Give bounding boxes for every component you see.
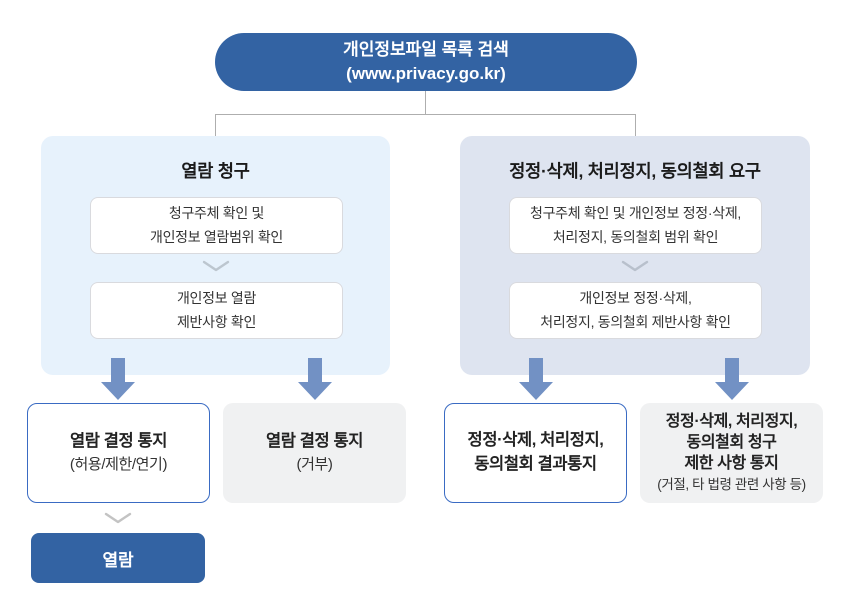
step-check-view-matters: 개인정보 열람 제반사항 확인: [90, 282, 343, 339]
connector-vertical-right: [635, 114, 636, 140]
step-verify-requester-view: 청구주체 확인 및 개인정보 열람범위 확인: [90, 197, 343, 254]
outcome-text-line: 열람 결정 통지: [265, 431, 364, 450]
connector-vertical-left: [215, 114, 216, 140]
outcome-view-decision-allow: 열람 결정 통지 (허용/제한/연기): [27, 403, 210, 503]
down-arrow-icon: [715, 358, 749, 400]
outcome-text-line: 정정·삭제, 처리정지,: [665, 413, 798, 431]
portal-search-title: 개인정보파일 목록 검색: [343, 39, 509, 59]
panel-view-request: 열람 청구 청구주체 확인 및 개인정보 열람범위 확인 개인정보 열람 제반사…: [41, 136, 390, 375]
chevron-down-icon: [202, 260, 229, 272]
outcome-text-line: 정정·삭제, 처리정지,: [467, 431, 604, 450]
down-arrow-icon: [298, 358, 332, 400]
step-text-line: 개인정보 열람범위 확인: [150, 228, 283, 245]
view-final-label: 열람: [102, 550, 134, 570]
outcome-text-sub: (허용/제한/연기): [69, 455, 168, 473]
outcome-correction-limit: 정정·삭제, 처리정지, 동의철회 청구 제한 사항 통지 (거절, 타 법령 …: [640, 403, 823, 503]
outcome-text-sub: (거절, 타 법령 관련 사항 등): [657, 477, 806, 493]
chevron-down-icon: [104, 512, 132, 524]
outcome-text-line: 동의철회 청구: [686, 434, 777, 452]
outcome-text-sub: (거부): [296, 455, 333, 473]
connector-horizontal: [215, 114, 635, 115]
outcome-correction-result: 정정·삭제, 처리정지, 동의철회 결과통지: [444, 403, 627, 503]
outcome-text-line: 열람 결정 통지: [69, 431, 168, 450]
connector-vertical-center: [425, 91, 426, 114]
portal-search-node: 개인정보파일 목록 검색 (www.privacy.go.kr): [215, 33, 637, 91]
step-check-correction-matters: 개인정보 정정·삭제, 처리정지, 동의철회 제반사항 확인: [509, 282, 762, 339]
chevron-down-icon: [621, 260, 649, 272]
step-text-line: 개인정보 열람: [176, 289, 257, 306]
down-arrow-icon: [519, 358, 553, 400]
step-text-line: 청구주체 확인 및 개인정보 정정·삭제,: [529, 204, 741, 221]
outcome-text-line: 제한 사항 통지: [684, 455, 779, 473]
step-text-line: 청구주체 확인 및: [168, 204, 265, 221]
step-verify-requester-correction: 청구주체 확인 및 개인정보 정정·삭제, 처리정지, 동의철회 범위 확인: [509, 197, 762, 254]
portal-search-url: (www.privacy.go.kr): [346, 64, 506, 83]
view-final-node: 열람: [31, 533, 205, 583]
step-text-line: 처리정지, 동의철회 범위 확인: [552, 228, 719, 245]
step-text-line: 제반사항 확인: [176, 313, 257, 330]
panel-correction-request: 정정·삭제, 처리정지, 동의철회 요구 청구주체 확인 및 개인정보 정정·삭…: [460, 136, 810, 375]
step-text-line: 처리정지, 동의철회 제반사항 확인: [540, 313, 731, 330]
step-text-line: 개인정보 정정·삭제,: [579, 289, 692, 306]
panel-view-request-title: 열람 청구: [181, 161, 250, 181]
panel-correction-request-title: 정정·삭제, 처리정지, 동의철회 요구: [509, 161, 761, 181]
outcome-text-line: 동의철회 결과통지: [474, 455, 597, 473]
down-arrow-icon: [101, 358, 135, 400]
outcome-view-decision-deny: 열람 결정 통지 (거부): [223, 403, 406, 503]
